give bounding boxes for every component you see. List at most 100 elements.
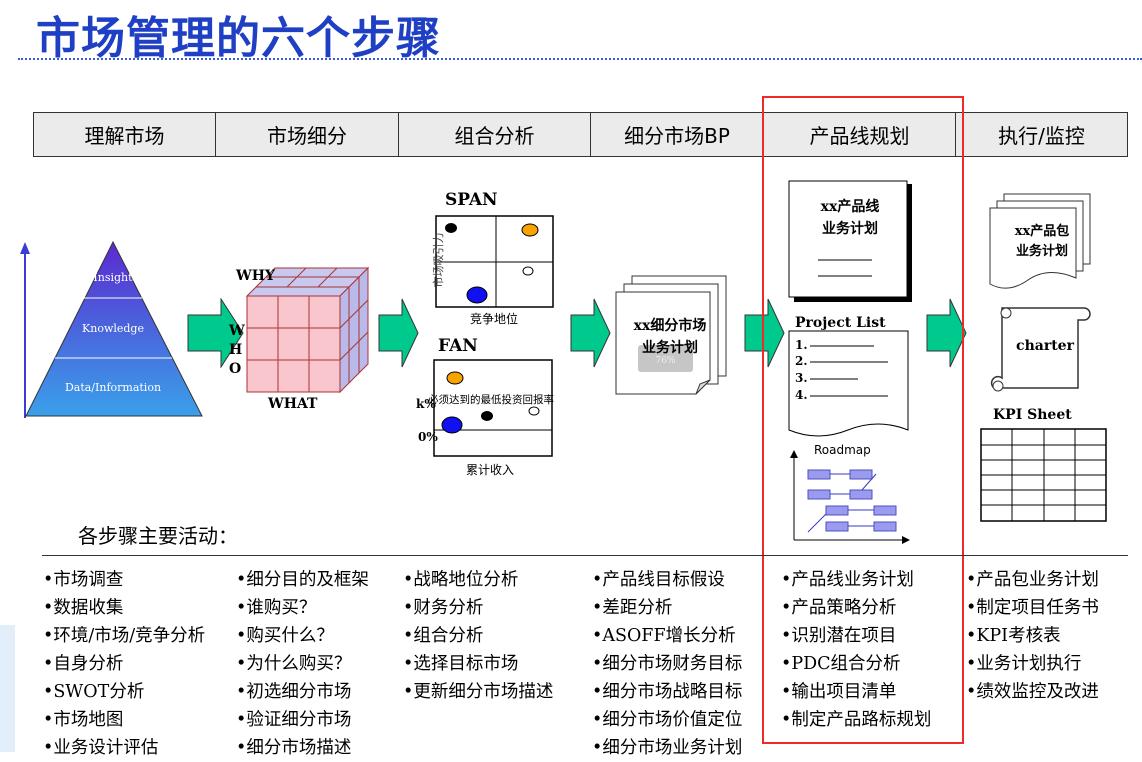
kpi-table (980, 428, 1107, 522)
activity-item: •制定项目任务书 (966, 598, 1099, 618)
cube-who-o: O (229, 361, 242, 377)
activity-item: •验证细分市场 (236, 710, 352, 730)
steps-bar: 理解市场 市场细分 组合分析 细分市场BP 产品线规划 执行/监控 (33, 112, 1128, 157)
activity-item: •购买什么？ (236, 626, 334, 646)
activities-column-4: •产品线目标假设•差距分析•ASOFF增长分析•细分市场财务目标•细分市场战略目… (592, 566, 742, 762)
activity-item: •组合分析 (403, 626, 484, 646)
step-understand-market: 理解市场 (34, 113, 216, 156)
highlight-box (762, 96, 964, 744)
progress-overlay (638, 345, 693, 372)
project-item-4: 4. (795, 388, 808, 402)
pyramid-diagram (20, 240, 203, 418)
pkg-doc-line2: 业务计划 (1015, 244, 1068, 259)
activities-column-3: •战略地位分析•财务分析•组合分析•选择目标市场•更新细分市场描述 (403, 566, 553, 706)
activity-item: •产品策略分析 (781, 598, 897, 618)
arrow-icon (744, 298, 785, 368)
activity-item: •财务分析 (403, 598, 484, 618)
arrow-icon (570, 298, 611, 368)
activity-item: •PDC组合分析 (781, 654, 901, 674)
project-item-2: 2. (795, 354, 808, 368)
page-title: 市场管理的六个步骤 (36, 13, 441, 64)
activities-title: 各步骤主要活动： (78, 524, 238, 548)
fan-chart (433, 359, 553, 457)
activities-column-5: •产品线业务计划•产品策略分析•识别潜在项目•PDC组合分析•输出项目清单•制定… (781, 566, 931, 734)
span-dot (466, 286, 488, 304)
activities-divider (42, 555, 1128, 556)
activity-item: •自身分析 (43, 654, 124, 674)
activity-item: •SWOT分析 (43, 682, 145, 702)
project-item-1: 1. (795, 338, 808, 352)
fan-title: FAN (438, 336, 478, 356)
arrow-icon (378, 298, 419, 368)
activities-column-6: •产品包业务计划•制定项目任务书•KPI考核表•业务计划执行•绩效监控及改进 (966, 566, 1099, 706)
step-product-line-planning: 产品线规划 (764, 113, 956, 156)
project-list-title: Project List (795, 315, 886, 331)
side-panel (0, 625, 15, 752)
pyramid-knowledge: Knowledge (82, 322, 144, 335)
activity-item: •产品包业务计划 (966, 570, 1099, 590)
pl-doc-line1: xx产品线 (820, 199, 880, 215)
arrow-icon (187, 298, 244, 368)
charter-scroll-icon (990, 307, 1091, 392)
roadmap-chart (790, 450, 910, 544)
fan-dot (528, 406, 540, 416)
span-dot (521, 223, 539, 237)
project-item-3: 3. (795, 371, 808, 385)
activity-item: •识别潜在项目 (781, 626, 897, 646)
arrow-icon (926, 298, 967, 368)
activity-item: •数据收集 (43, 598, 124, 618)
fan-threshold-label: 必须达到的最低投资回报率 (428, 394, 554, 406)
step-segment-bp: 细分市场BP (591, 113, 764, 156)
activity-item: •环境/市场/竞争分析 (43, 626, 206, 646)
span-title: SPAN (445, 190, 498, 210)
activity-item: •输出项目清单 (781, 682, 897, 702)
span-xlabel: 竞争地位 (470, 312, 519, 326)
activity-item: •更新细分市场描述 (403, 682, 554, 702)
roadmap-title: Roadmap (814, 443, 871, 457)
step-portfolio-analysis: 组合分析 (399, 113, 591, 156)
document-icon (788, 180, 912, 302)
activity-item: •细分目的及框架 (236, 570, 369, 590)
activity-item: •差距分析 (592, 598, 673, 618)
activities-column-1: •市场调查 •数据收集 •环境/市场/竞争分析 •自身分析 •SWOT分析 •市场地图 •业… (43, 566, 205, 762)
activity-item: •细分市场战略目标 (592, 682, 743, 702)
segmentation-cube (246, 266, 370, 394)
activity-item: •市场调查 (43, 570, 124, 590)
activity-item: •细分市场描述 (236, 738, 352, 758)
project-list-doc (788, 330, 909, 437)
activity-item: •业务设计评估 (43, 738, 159, 758)
title-divider (18, 58, 1142, 60)
activity-item: •战略地位分析 (403, 570, 519, 590)
activity-item: •为什么购买？ (236, 654, 352, 674)
pl-doc-line2: 业务计划 (822, 221, 878, 237)
activity-item: •绩效监控及改进 (966, 682, 1099, 702)
fan-dot (441, 416, 463, 434)
span-ylabel: 市场吸引力 (432, 232, 445, 288)
activity-item: •业务计划执行 (966, 654, 1082, 674)
bp-doc-line1: xx细分市场 (633, 318, 707, 334)
span-matrix (435, 215, 554, 308)
pyramid-data: Data/Information (64, 381, 162, 394)
cube-who-w: W (229, 323, 245, 339)
progress-overlay-text: 76% (655, 356, 676, 366)
fan-zero-label: 0% (418, 430, 438, 444)
fan-k-label: k% (416, 397, 436, 411)
step-segmentation: 市场细分 (216, 113, 399, 156)
fan-xlabel: 累计收入 (466, 463, 515, 477)
activity-item: •细分市场财务目标 (592, 654, 743, 674)
activity-item: •市场地图 (43, 710, 124, 730)
activity-item: •ASOFF增长分析 (592, 626, 736, 646)
cube-why-label: WHY (236, 268, 275, 284)
activities-column-2: •细分目的及框架 •谁购买？ •购买什么？ •为什么购买？ •初选细分市场 •验证细分市场… (236, 566, 369, 762)
cube-what-label: WHAT (268, 396, 318, 412)
cube-who-h: H (229, 342, 243, 358)
activity-item: •细分市场业务计划 (592, 738, 743, 758)
activity-item: •初选细分市场 (236, 682, 352, 702)
activity-item: •谁购买？ (236, 598, 317, 618)
charter-label: charter (1016, 338, 1074, 354)
bp-doc-line2: 业务计划 (642, 340, 698, 356)
step-execute-monitor: 执行/监控 (998, 124, 1085, 148)
pkg-doc-line1: xx产品包 (1014, 224, 1070, 239)
activity-item: •制定产品路标规划 (781, 710, 932, 730)
span-dot (522, 266, 534, 276)
